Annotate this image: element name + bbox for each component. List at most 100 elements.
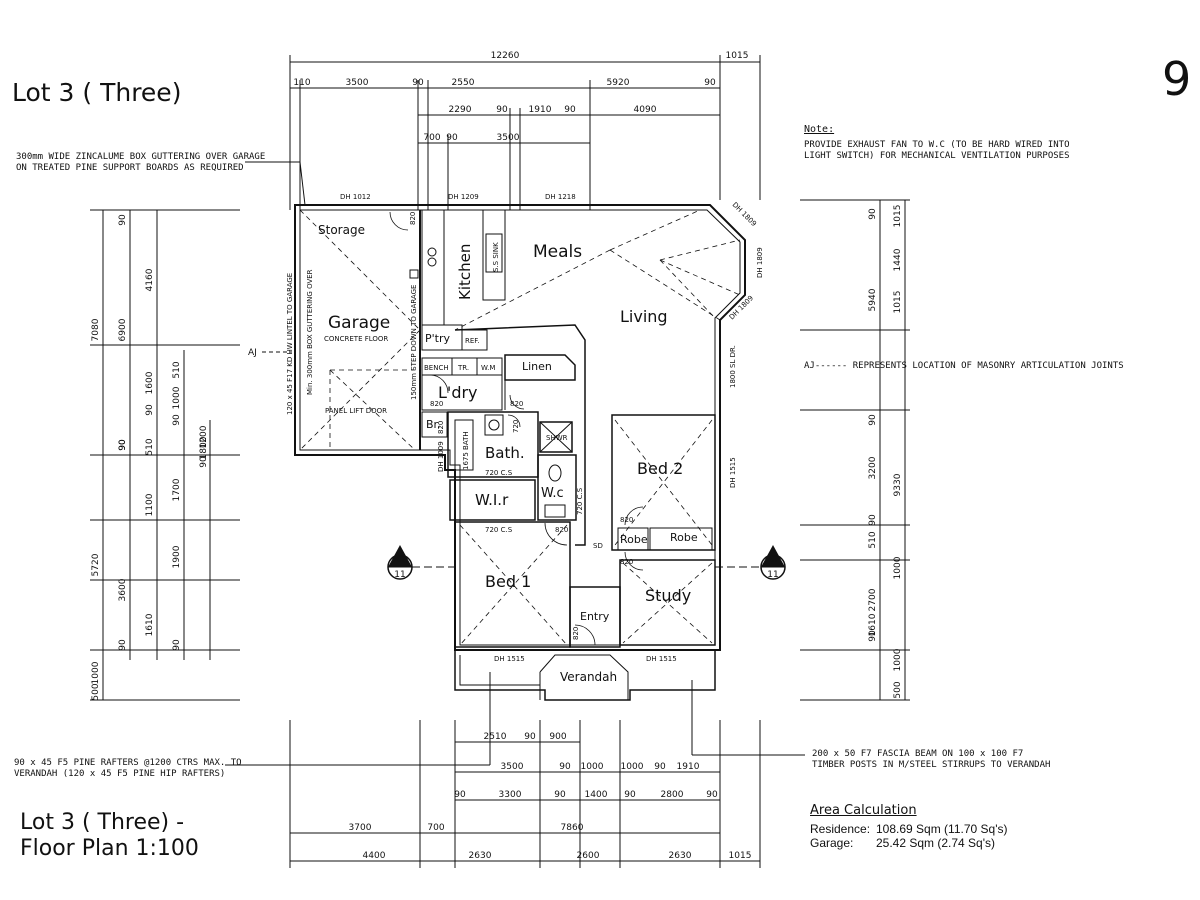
section-marker-left: C 11 xyxy=(387,545,455,580)
note-heading: Note: xyxy=(804,124,835,135)
dim-left-c1-0: 7080 xyxy=(91,318,101,341)
door-820-f: 820 xyxy=(620,558,633,566)
garage-panel-lift-door: PANEL LIFT DOOR xyxy=(325,407,387,415)
cs-label-2: 720 C.S xyxy=(485,526,513,534)
dim-bottom-r3-2: 90 xyxy=(554,790,566,800)
room-laundry: L'dry xyxy=(438,383,478,402)
guttering-note-line1: 300mm WIDE ZINCALUME BOX GUTTERING OVER … xyxy=(16,152,266,162)
aj-legend: AJ------ REPRESENTS LOCATION OF MASONRY … xyxy=(804,361,1124,371)
garage-label: Garage: xyxy=(810,836,854,850)
dim-bottom-r3-1: 3300 xyxy=(499,790,522,800)
dim-right-c1-5: 1000 xyxy=(893,648,903,671)
smoke-detector: SD xyxy=(593,542,603,550)
cs-label-3: 720 C.S xyxy=(576,487,584,515)
room-robe-1: Robe xyxy=(620,533,648,546)
dim-bottom-r3-4: 90 xyxy=(624,790,636,800)
aj-marker-left: AJ xyxy=(248,348,257,358)
dimension-lines xyxy=(90,55,910,868)
dim-left-c2-5: 90 xyxy=(118,639,128,651)
dim-left-c2-4: 3600 xyxy=(118,578,128,601)
residence-label: Residence: xyxy=(810,822,871,836)
dim-left-c4-4: 1900 xyxy=(172,545,182,568)
door-820-c: 820 xyxy=(510,400,523,408)
footer-title-line2: Floor Plan 1:100 xyxy=(20,836,199,861)
door-dh1515-c: DH 1515 xyxy=(646,655,677,663)
dim-bottom-r5-1: 2630 xyxy=(469,851,492,861)
building-outline xyxy=(294,204,746,701)
dim-right-c2-8: 90 xyxy=(868,630,878,642)
residence-value: 108.69 Sqm (11.70 Sq's) xyxy=(876,822,1008,836)
garage-notes: 120 x 45 F17 KD HW LINTEL TO GARAGE Min.… xyxy=(248,269,418,415)
dim-bottom-r5-4: 1015 xyxy=(729,851,752,861)
dim-right-c2-5: 510 xyxy=(868,531,878,548)
bench-label: BENCH xyxy=(424,364,449,372)
dim-right-c1-3: 9330 xyxy=(893,473,903,496)
dim-top-r2-2: 90 xyxy=(412,78,424,88)
dim-top-r3-2: 1910 xyxy=(529,105,552,115)
room-bed1: Bed 1 xyxy=(485,572,531,591)
door-dh1809-a: DH 1809 xyxy=(731,201,758,228)
room-living: Living xyxy=(620,307,668,326)
dim-right-c2-0: 90 xyxy=(868,208,878,220)
door-dh1009: DH 1009 xyxy=(437,441,445,472)
cs-label-1: 720 C.S xyxy=(485,469,513,477)
dim-bottom-r4-2: 7860 xyxy=(561,823,584,833)
dim-right-c2-6: 2700 xyxy=(868,588,878,611)
garage-value: 25.42 Sqm (2.74 Sq's) xyxy=(876,836,996,850)
tr-label: TR. xyxy=(457,364,469,372)
room-robe-2: Robe xyxy=(670,531,698,544)
door-dh1515-b: DH 1515 xyxy=(494,655,525,663)
dim-bottom-r4-1: 700 xyxy=(427,823,444,833)
dim-right-c2-3: 3200 xyxy=(868,456,878,479)
dim-bottom-r3-0: 90 xyxy=(454,790,466,800)
dim-top-r1-0: 12260 xyxy=(491,51,520,61)
dim-bottom-r2-5: 1910 xyxy=(677,762,700,772)
room-study: Study xyxy=(645,586,691,605)
dim-bottom-r2-2: 1000 xyxy=(581,762,604,772)
dim-left-c3-0: 4160 xyxy=(145,268,155,291)
section-sheet-left: 11 xyxy=(394,570,405,580)
roof-hip-lines xyxy=(299,209,741,646)
garage-gutter-note: Min. 300mm BOX GUTTERING OVER xyxy=(306,269,314,395)
garage-step-note: 150mm STEP DOWN TO GARAGE xyxy=(410,285,418,400)
dim-bottom-r1-1: 90 xyxy=(524,732,536,742)
dim-left-c2-3: 90 xyxy=(118,439,128,451)
room-storage: Storage xyxy=(318,223,365,237)
dim-bottom-r4-0: 3700 xyxy=(349,823,372,833)
room-meals: Meals xyxy=(533,242,582,262)
dim-left-c3-2: 90 xyxy=(145,404,155,416)
dim-left-c2-0: 90 xyxy=(118,214,128,226)
room-entry: Entry xyxy=(580,610,610,623)
door-swings xyxy=(389,211,644,646)
fascia-note-line1: 200 x 50 F7 FASCIA BEAM ON 100 x 100 F7 xyxy=(812,749,1024,759)
dim-top-r3-1: 90 xyxy=(496,105,508,115)
dim-left-c5-1: 1200 xyxy=(199,425,209,448)
room-pantry: P'try xyxy=(425,332,450,345)
room-linen: Linen xyxy=(522,360,552,373)
lot-title: Lot 3 ( Three) xyxy=(12,78,182,107)
dim-top-r2-0: 110 xyxy=(293,78,310,88)
dim-top-r2-4: 5920 xyxy=(607,78,630,88)
area-calculation: Area Calculation Residence:108.69 Sqm (1… xyxy=(810,803,1007,850)
room-br: Br. xyxy=(426,418,441,431)
door-820-a: 820 xyxy=(409,212,417,225)
dim-right-c1-1: 1440 xyxy=(893,248,903,271)
dim-bottom-r2-3: 1000 xyxy=(621,762,644,772)
guttering-note-line2: ON TREATED PINE SUPPORT BOARDS AS REQUIR… xyxy=(16,163,244,173)
note-exhaust-line2: LIGHT SWITCH) FOR MECHANICAL VENTILATION… xyxy=(804,151,1070,161)
dim-right-c1-4: 1000 xyxy=(893,556,903,579)
door-dh1218: DH 1218 xyxy=(545,193,576,201)
dim-right-c1-6: 500 xyxy=(893,681,903,698)
section-letter-left: C xyxy=(396,554,403,565)
dim-top-r1-1: 1015 xyxy=(726,51,749,61)
dim-bottom-r2-1: 90 xyxy=(559,762,571,772)
fascia-note-line2: TIMBER POSTS IN M/STEEL STIRRUPS TO VERA… xyxy=(812,760,1051,770)
dim-left-c4-1: 1000 xyxy=(172,386,182,409)
door-dh1515-a: DH 1515 xyxy=(729,457,737,488)
garage-concrete-floor: CONCRETE FLOOR xyxy=(324,335,388,343)
ss-sink: S.S SINK xyxy=(492,242,500,272)
dim-top-r2-1: 3500 xyxy=(346,78,369,88)
dim-top-r4-0: 700 xyxy=(423,133,440,143)
